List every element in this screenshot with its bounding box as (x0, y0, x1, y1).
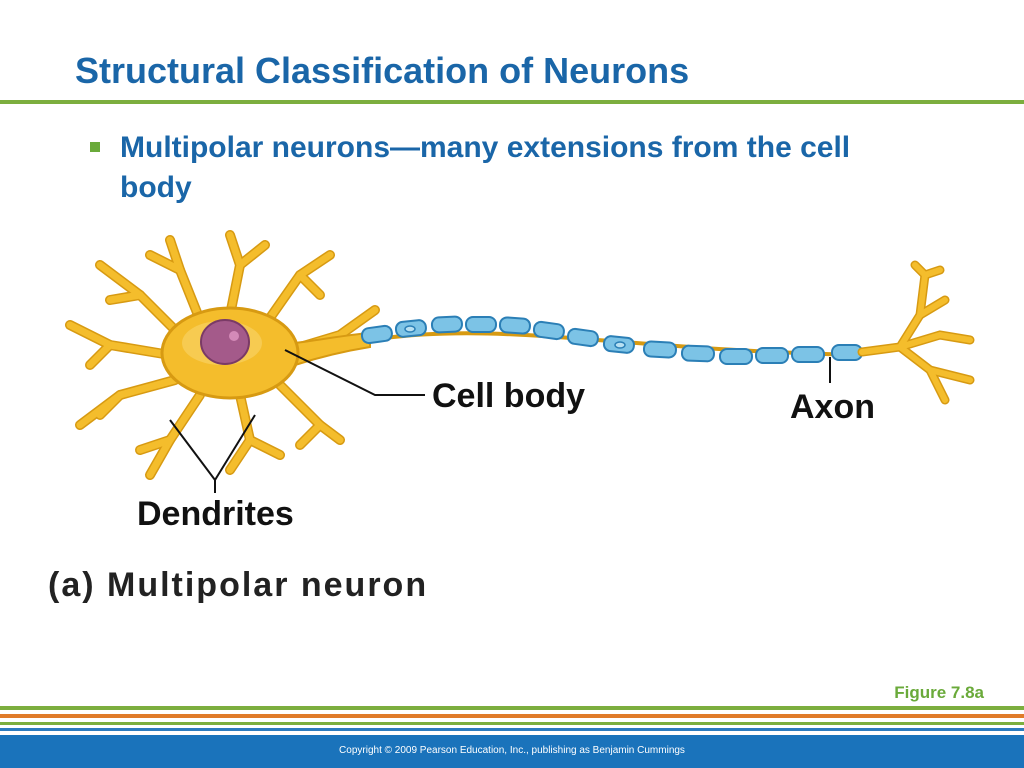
nucleolus (229, 331, 239, 341)
footer-stripe (0, 714, 1024, 718)
copyright-text: Copyright © 2009 Pearson Education, Inc.… (339, 745, 685, 756)
dendrites (65, 230, 380, 480)
axon-hillock (294, 331, 371, 367)
axon-label: Axon (790, 388, 875, 426)
myelin-segment (755, 347, 789, 364)
nucleus (200, 319, 250, 365)
footer-bar (0, 735, 1024, 768)
axon-terminals (857, 260, 975, 405)
bullet-square-icon (90, 142, 100, 152)
myelin-sheath (360, 315, 863, 365)
myelin-segment (566, 327, 599, 348)
myelin-segment (680, 344, 715, 363)
neuron-diagram (65, 230, 975, 493)
leader-lines (169, 349, 831, 493)
myelin-segment (791, 346, 825, 363)
myelin-segment (831, 344, 863, 361)
cell-body-label: Cell body (432, 377, 586, 415)
myelin-segment (719, 348, 753, 365)
footer-stripe (0, 722, 1024, 725)
bullet-text: Multipolar neurons—many extensions from … (120, 131, 851, 204)
myelin-segment (360, 324, 393, 345)
figure-reference: Figure 7.8a (894, 683, 984, 702)
myelin-segment (642, 340, 677, 359)
footer-stripe (0, 706, 1024, 710)
title-divider (0, 100, 1024, 104)
myelin-segment (532, 320, 565, 341)
cell-body-leader-line (284, 349, 425, 396)
myelin-segment (465, 316, 497, 333)
schwann-nuclei (404, 325, 626, 349)
figure-caption: (a) Multipolar neuron (48, 566, 429, 604)
myelin-segment (498, 316, 531, 335)
footer-stripe (0, 728, 1024, 731)
slide-title: Structural Classification of Neurons (75, 50, 690, 91)
dendrites-label: Dendrites (137, 495, 294, 533)
myelin-segment (430, 315, 463, 334)
